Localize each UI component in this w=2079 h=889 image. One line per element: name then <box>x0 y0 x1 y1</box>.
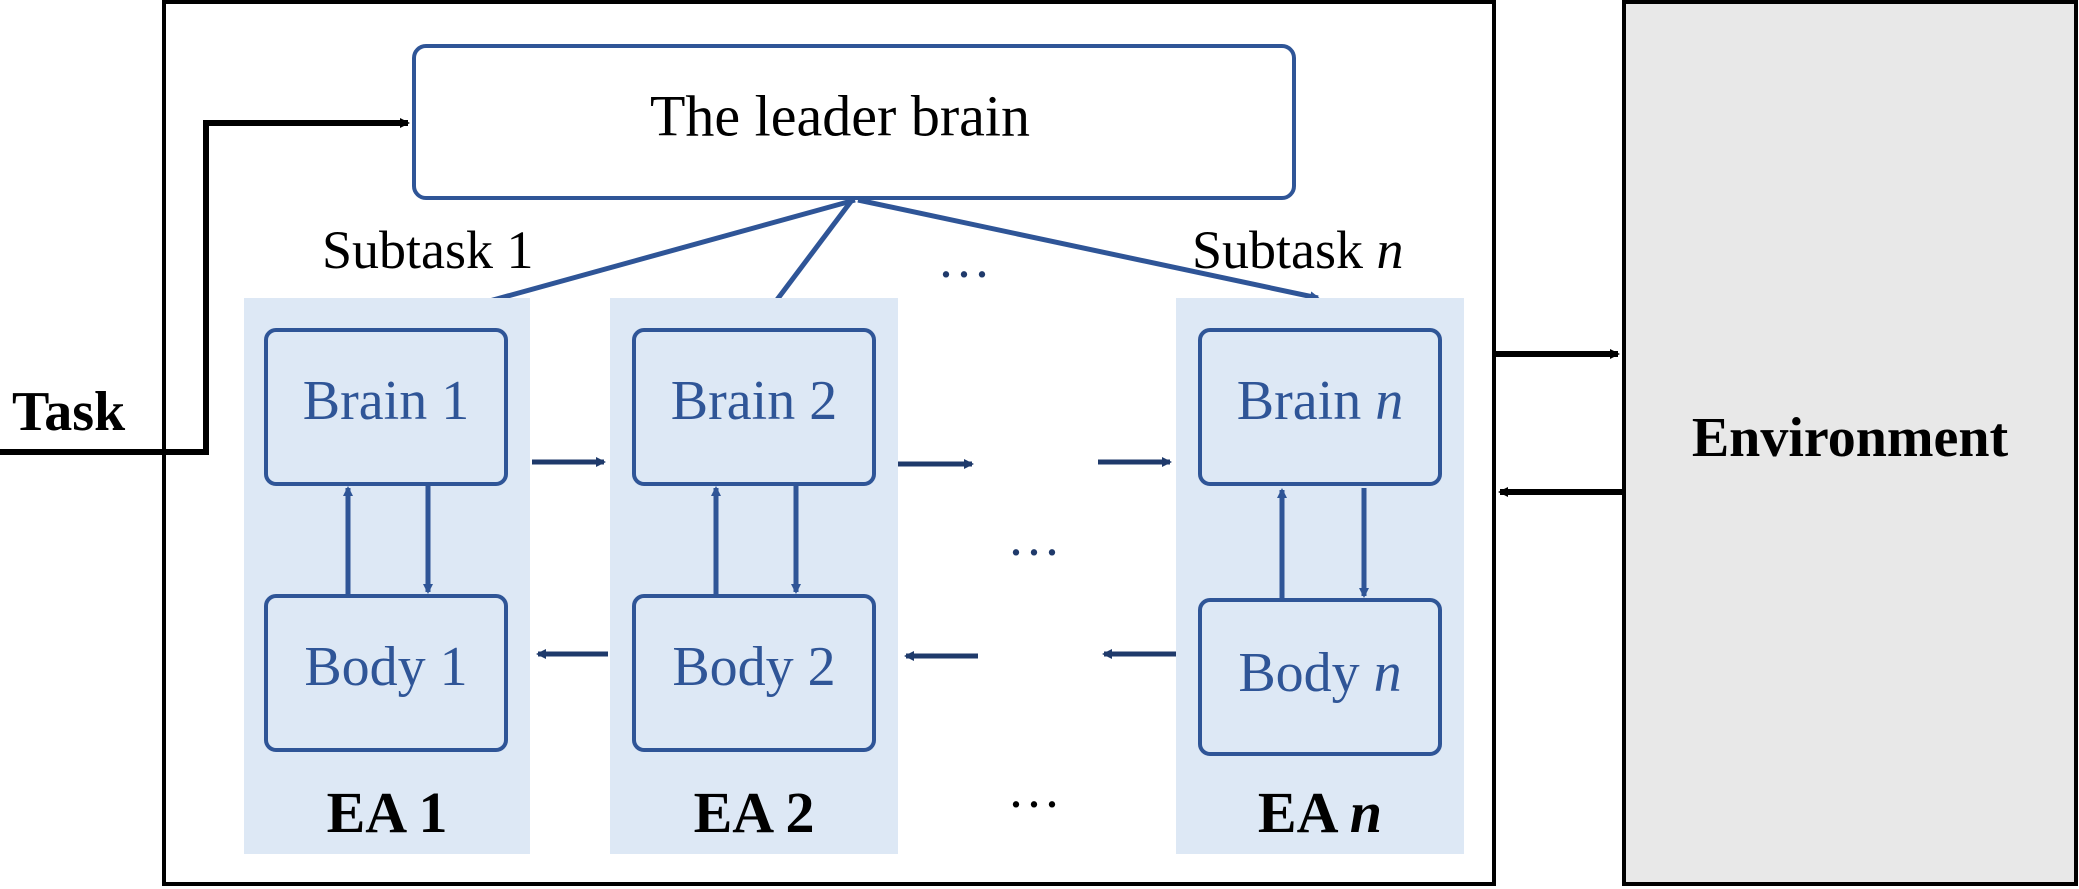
task-label: Task <box>12 381 126 443</box>
top-ellipsis: ··· <box>937 244 991 304</box>
bottom-ellipsis: ··· <box>1007 774 1061 834</box>
brain-2-label: Brain 2 <box>671 370 837 432</box>
ea-2-label: EA 2 <box>694 780 815 845</box>
ea-1-label: EA 1 <box>327 780 448 845</box>
body-1-box <box>264 594 508 752</box>
brain-1-box <box>264 328 508 486</box>
environment-box <box>1622 0 2078 886</box>
brain-2-box <box>632 328 876 486</box>
body-2-box <box>632 594 876 752</box>
task-arrow <box>0 118 410 455</box>
ea-n: Brain n Body n EA n <box>1176 298 1464 854</box>
body-n-label: Body n <box>1238 642 1401 704</box>
brain-1-label: Brain 1 <box>303 370 469 432</box>
leader-brain-label: The leader brain <box>650 83 1030 148</box>
brain-n-label: Brain n <box>1237 370 1403 432</box>
ea-1: Brain 1 Body 1 EA 1 <box>244 298 530 854</box>
body-1-label: Body 1 <box>304 636 467 698</box>
subtask-1-label: Subtask 1 <box>322 220 534 280</box>
middle-ellipsis: ··· <box>1007 522 1061 582</box>
subtask-n-label: Subtask n <box>1192 220 1404 280</box>
leader-to-ean-arrow <box>857 197 1320 302</box>
ea-n-label: EA n <box>1258 780 1382 845</box>
environment-label: Environment <box>1692 407 2009 469</box>
ea-2: Brain 2 Body 2 EA 2 <box>610 298 898 854</box>
body-n-box <box>1198 598 1442 756</box>
body-2-label: Body 2 <box>672 636 835 698</box>
brain-n-box <box>1198 328 1442 486</box>
